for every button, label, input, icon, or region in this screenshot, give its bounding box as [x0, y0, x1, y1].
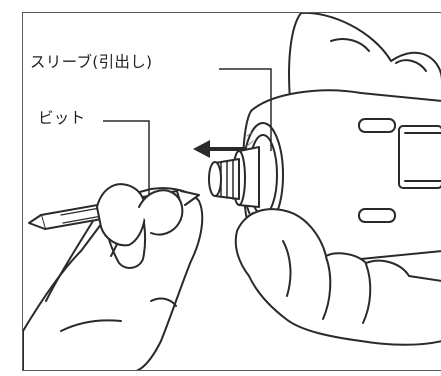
bit-label: ビット — [36, 108, 88, 128]
bit-right-tip — [180, 190, 200, 206]
drill-slot-upper — [358, 118, 396, 133]
lower-right-finger-3 — [362, 263, 372, 324]
left-finger-crease — [60, 319, 122, 332]
bit-leader-line — [103, 120, 150, 195]
lower-right-finger-2 — [322, 256, 332, 320]
upper-hand-knuckle — [395, 59, 427, 72]
figure-frame — [22, 12, 441, 371]
sleeve-leader-line — [219, 68, 272, 151]
drill-window-inner — [404, 132, 441, 182]
nose-hatching — [246, 132, 254, 227]
chuck-front — [208, 161, 222, 197]
sleeve-label: スリーブ(引出し) — [28, 52, 155, 72]
drill-bit-illustration — [23, 13, 441, 370]
left-thumb-over-bit — [138, 189, 184, 236]
upper-hand-crease — [330, 38, 370, 52]
drill-slot-lower — [358, 208, 396, 223]
lower-right-finger-1 — [282, 240, 292, 297]
left-knuckle — [150, 297, 177, 307]
drill-window — [398, 125, 441, 189]
lower-right-hand — [234, 208, 441, 346]
bit-left-tip — [28, 214, 46, 230]
arrow-icon — [193, 140, 245, 158]
chuck-thread — [220, 159, 234, 200]
